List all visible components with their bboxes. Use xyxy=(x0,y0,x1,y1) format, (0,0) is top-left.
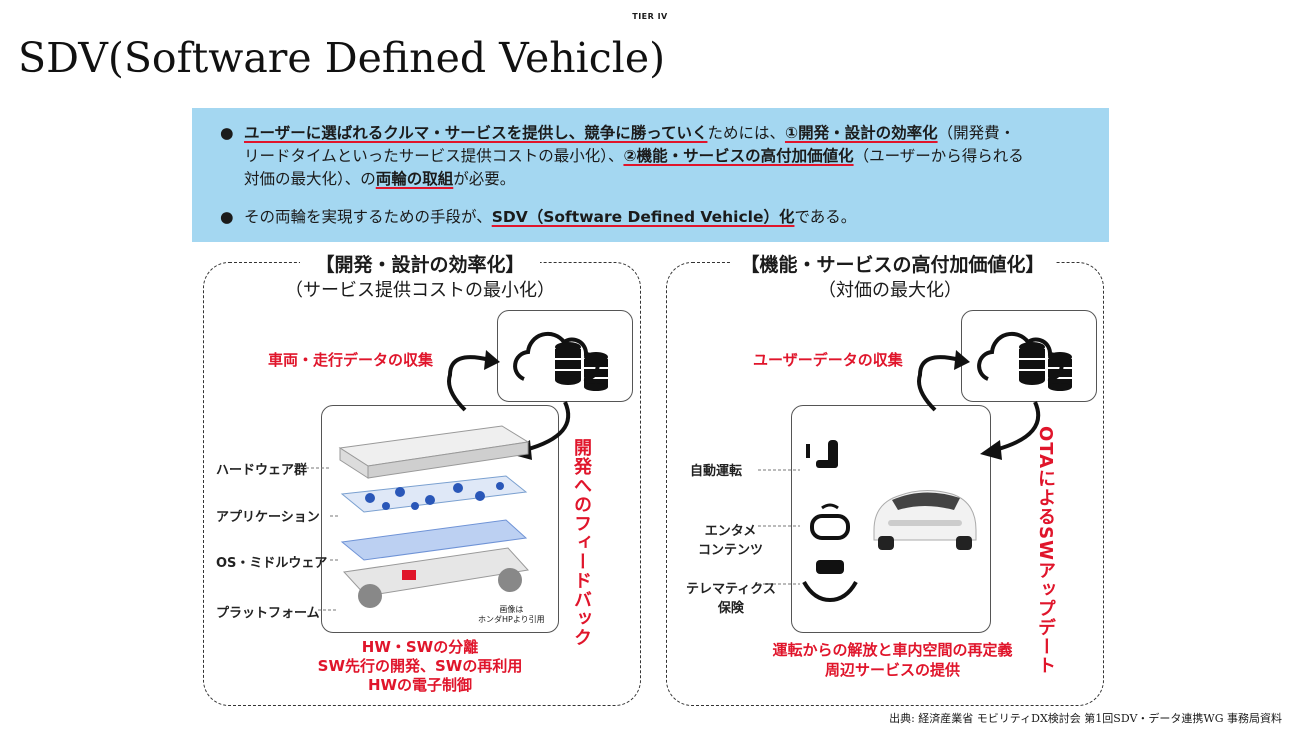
source-citation: 出典: 経済産業省 モビリティDX検討会 第1回SDV・データ連携WG 事務局資… xyxy=(889,712,1282,725)
service-label-ent-line2: コンテンツ xyxy=(698,543,764,558)
bullet1-underline-1: ユーザーに選ばれるクルマ・サービスを提供し、競争に勝っていく xyxy=(244,124,708,142)
left-cloud-box xyxy=(497,310,633,402)
layer-label-application: アプリケーション xyxy=(216,510,320,525)
left-panel-subtitle: （サービス提供コストの最小化） xyxy=(285,280,555,301)
bullet1-line2: リードタイムといったサービス提供コストの最小化）、 xyxy=(244,147,624,165)
right-panel-subtitle: （対価の最大化） xyxy=(818,280,962,301)
right-bottom-line1: 運転からの解放と車内空間の再定義 xyxy=(772,641,1013,659)
service-label-tel-line1: テレマティクス xyxy=(686,582,776,597)
bullet1-line3: 対価の最大化）、の xyxy=(244,170,376,188)
vehicle-illustration xyxy=(873,490,977,550)
left-bottom-line2: SW先行の開発、SWの再利用 xyxy=(317,657,523,675)
ota-update-label: OTAによるSWアップデート xyxy=(1035,426,1056,675)
left-panel-title: 【開発・設計の効率化】 xyxy=(300,250,540,277)
service-label-tel-line2: 保険 xyxy=(717,601,744,616)
right-collect-label: ユーザーデータの収集 xyxy=(753,351,903,369)
service-icons xyxy=(802,440,858,603)
service-label-autonomous: 自動運転 xyxy=(690,464,743,479)
right-bottom-line2: 周辺サービスの提供 xyxy=(824,661,960,679)
layer-label-platform: プラットフォーム xyxy=(216,606,320,621)
page-title: SDV(Software Defined Vehicle) xyxy=(18,34,666,82)
layer-label-os: OS・ミドルウェア xyxy=(216,556,328,571)
right-cycle-arrows xyxy=(917,350,1041,460)
bullet1-underline-2: ①開発・設計の効率化 xyxy=(784,124,938,142)
bullet1-underline-3: ②機能・サービスの高付加価値化 xyxy=(623,147,854,165)
service-pointer-lines xyxy=(758,469,800,585)
summary-banner: ● ユーザーに選ばれるクルマ・サービスを提供し、競争に勝っていくためには、①開発… xyxy=(192,108,1109,242)
left-bottom-points: HW・SWの分離 SW先行の開発、SWの再利用 HWの電子制御 xyxy=(290,638,550,695)
bullet1-underline-4: 両輪の取組 xyxy=(375,170,454,188)
bullet1-text-3: （ユーザーから得られる xyxy=(853,147,1024,165)
cloud-database-icon xyxy=(977,331,1072,391)
bullet2-underline: SDV（Software Defined Vehicle）化 xyxy=(491,208,795,226)
bullet-dot: ● xyxy=(220,208,234,226)
image-credit-note: 画像は ホンダHPより引用 xyxy=(478,605,545,625)
image-note-line1: 画像は xyxy=(499,605,524,614)
image-note-line2: ホンダHPより引用 xyxy=(478,615,545,624)
cloud-database-icon xyxy=(513,331,608,391)
right-panel-title: 【機能・サービスの高付加価値化】 xyxy=(730,250,1055,277)
company-logo: TIER IV xyxy=(632,12,668,21)
left-collect-label: 車両・走行データの収集 xyxy=(268,351,434,369)
left-bottom-line1: HW・SWの分離 xyxy=(361,638,479,656)
layer-pointer-lines xyxy=(306,467,338,611)
left-bottom-line3: HWの電子制御 xyxy=(367,676,473,694)
left-feedback-label: 開発へのフィードバック xyxy=(571,438,592,647)
bullet-dot: ● xyxy=(220,124,234,142)
car-insurance-icon xyxy=(802,560,858,603)
bullet2-text-1: その両輪を実現するための手段が、 xyxy=(244,208,492,226)
seat-icon xyxy=(806,440,838,468)
game-controller-icon xyxy=(810,503,850,540)
bullet1-text-1: ためには、 xyxy=(707,124,785,142)
service-label-entertainment: エンタメ コンテンツ xyxy=(698,520,763,558)
service-label-ent-line1: エンタメ xyxy=(704,524,757,539)
service-label-telematics: テレマティクス 保険 xyxy=(686,578,776,616)
vehicle-layers-illustration xyxy=(338,425,530,608)
bullet1-text-2: （開発費・ xyxy=(937,124,1016,142)
bullet1-text-4: が必要。 xyxy=(453,170,516,188)
bullet2-text-2: である。 xyxy=(794,208,857,226)
right-bottom-points: 運転からの解放と車内空間の再定義 周辺サービスの提供 xyxy=(715,640,1070,680)
right-cloud-box xyxy=(961,310,1097,402)
layer-label-hardware: ハードウェア群 xyxy=(216,463,308,478)
